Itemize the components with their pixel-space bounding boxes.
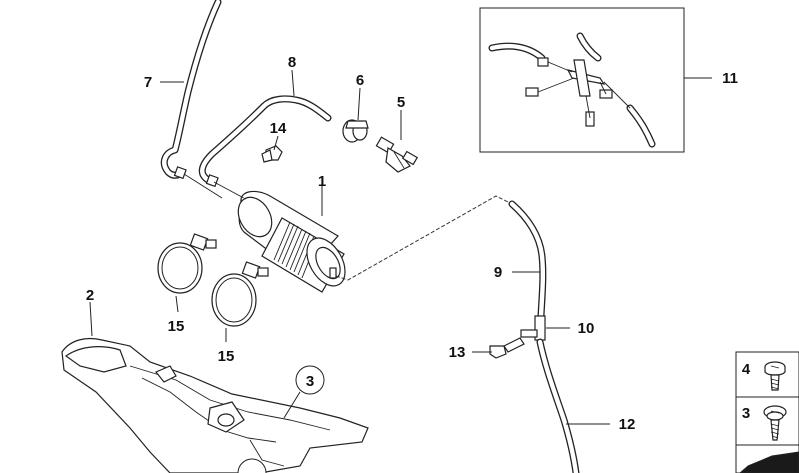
hose-end-stubs [173,166,241,199]
plate [739,451,799,473]
screw-4 [764,361,786,391]
inset-label-3: 3 [742,405,750,422]
hose-clamp-15-right [211,261,269,327]
callout-12: 12 [619,416,636,433]
hose-8 [198,95,332,186]
valve-5 [375,136,419,173]
clip-14 [261,145,283,163]
callout-3: 3 [306,373,314,390]
callout-7: 7 [144,74,152,91]
callout-circle-3-lower [237,458,267,473]
hose-7 [160,0,222,179]
callout-13: 13 [449,344,466,361]
callout-15-right: 15 [218,348,235,365]
callout-5: 5 [397,94,405,111]
inset-label-4: 4 [742,361,751,378]
callout-10: 10 [578,320,595,337]
connector-line-2 [239,195,247,200]
canister-1 [237,190,346,293]
hardware-inset [735,351,799,473]
callout-15-left: 15 [168,318,185,335]
callout-circle-3 [295,365,325,395]
callout-6: 6 [356,72,364,89]
callout-8: 8 [288,54,296,71]
heat-shield-2 [61,337,369,473]
hose-clamp-15-left [157,233,217,294]
screw-3 [763,405,787,441]
inset-11 [479,7,685,153]
callout-14: 14 [270,120,287,137]
callout-9: 9 [494,264,502,281]
hose-12 [536,338,580,473]
callout-11: 11 [722,70,738,87]
grommet-6 [342,119,369,143]
elbow-13 [489,337,525,359]
hose-9 [508,200,547,320]
callout-1: 1 [318,173,326,190]
connector-line [335,195,513,281]
leader-lines [89,69,712,425]
callout-2: 2 [86,287,94,304]
t-piece-10 [520,315,546,341]
